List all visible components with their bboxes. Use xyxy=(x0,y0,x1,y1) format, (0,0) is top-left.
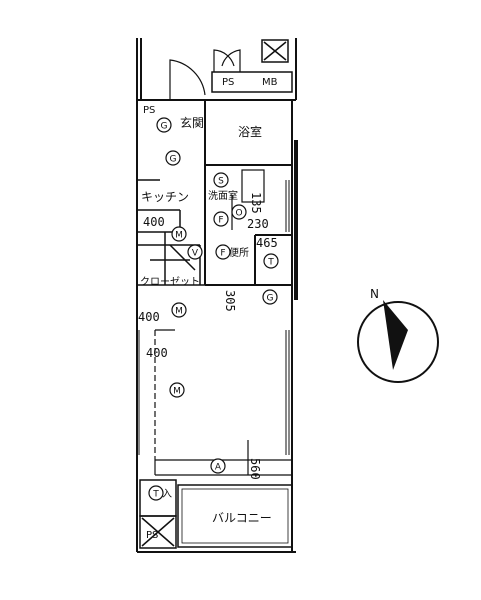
window-marks xyxy=(138,180,290,455)
media-symbol-letter: M xyxy=(175,307,183,317)
ac-symbol-letter: A xyxy=(215,463,222,473)
compass-north-label: N xyxy=(370,287,379,301)
mb-label: MB xyxy=(262,77,278,88)
media-symbol-icon xyxy=(169,382,185,398)
living-room xyxy=(154,329,292,476)
mb-box xyxy=(211,39,293,93)
fan-symbol-letter: F xyxy=(218,216,223,226)
gas-symbol-icon xyxy=(165,150,181,166)
kitchen-label: キッチン xyxy=(141,190,189,204)
closet-walls xyxy=(137,244,205,286)
vent-symbol-icon xyxy=(187,244,203,260)
gas-symbol-letter: G xyxy=(170,155,177,165)
fan-symbol-letter: F xyxy=(220,249,225,259)
compass-ring xyxy=(357,301,439,383)
gas-symbol-letter: G xyxy=(267,294,274,304)
compass: N xyxy=(357,287,439,383)
dimension-label: 400 xyxy=(146,346,168,360)
dimension-label: 400 xyxy=(138,310,160,324)
closet-label: クローゼット xyxy=(140,276,200,288)
entrance-door xyxy=(169,49,241,100)
dimension-label: 305 xyxy=(223,290,237,312)
media-symbol-icon xyxy=(171,226,187,242)
balcony-label: バルコニー xyxy=(212,511,272,525)
telephone-symbol-icon xyxy=(263,253,279,269)
ps-bottom-label: PS xyxy=(146,530,158,541)
ps-top-label: PS xyxy=(143,105,155,116)
fan-symbol-icon xyxy=(215,244,231,260)
storage-block xyxy=(139,479,177,549)
vent-symbol-letter: V xyxy=(192,249,199,259)
media-symbol-letter: M xyxy=(173,387,181,397)
dimension-label: 230 xyxy=(247,217,269,231)
dimension-label: 135 xyxy=(249,192,263,214)
telephone-symbol-letter: T xyxy=(152,490,159,500)
washer-symbol-letter: O xyxy=(235,209,242,219)
washer-symbol-icon xyxy=(231,204,247,220)
dimension-label: 400 xyxy=(143,215,165,229)
toilet-label: 便所 xyxy=(229,246,249,259)
right-wall-strip xyxy=(294,140,298,300)
kitchen-counter xyxy=(137,179,181,285)
telephone-symbol-letter: T xyxy=(267,258,274,268)
compass-needle-icon xyxy=(383,300,408,370)
washroom-walls xyxy=(204,165,292,286)
switch-symbol-icon xyxy=(213,172,229,188)
ps-label-top: PS xyxy=(222,77,234,88)
bathroom-walls xyxy=(204,100,292,166)
ac-symbol-icon xyxy=(210,458,226,474)
fan-symbol-icon xyxy=(213,211,229,227)
media-symbol-icon xyxy=(171,302,187,318)
bathroom-label: 浴室 xyxy=(238,124,262,139)
balcony xyxy=(177,484,293,548)
washroom-label: 洗面室 xyxy=(208,189,238,202)
outer-walls xyxy=(136,38,297,553)
media-symbol-letter: M xyxy=(175,231,183,241)
gas-symbol-icon xyxy=(262,289,278,305)
dimension-label: 560 xyxy=(248,458,262,480)
switch-symbol-letter: S xyxy=(218,177,224,187)
gas-symbol-letter: G xyxy=(161,122,168,132)
dimension-label: 465 xyxy=(256,236,278,250)
telephone-symbol-icon xyxy=(148,485,164,501)
gas-symbol-icon xyxy=(156,117,172,133)
entrance-label: 玄関 xyxy=(180,115,204,130)
